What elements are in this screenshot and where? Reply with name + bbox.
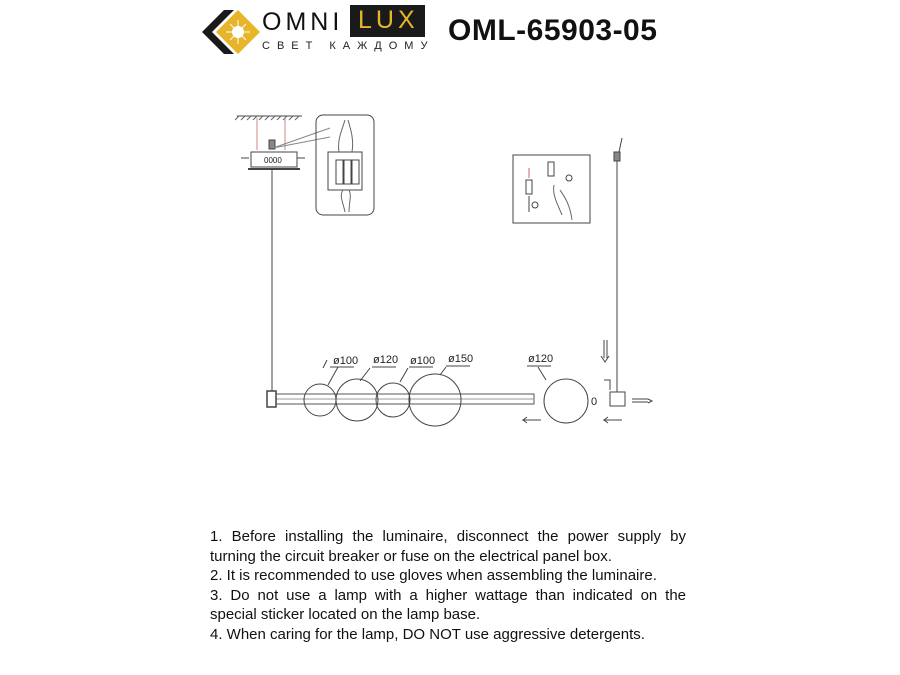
end-cap-icon — [609, 391, 626, 407]
ring-120-b — [543, 378, 589, 424]
canopy-label: 0000 — [264, 156, 282, 165]
brand-tagline: СВЕТ КАЖДОМУ — [262, 40, 435, 52]
dim-label: ø100 — [410, 355, 435, 367]
safety-notes: 1. Before installing the luminaire, disc… — [210, 527, 686, 644]
note-item: 2. It is recommended to use gloves when … — [210, 567, 657, 584]
dim-label: ø100 — [333, 355, 358, 367]
cable-adjust-inset — [512, 154, 591, 224]
arrow-right-icon — [632, 398, 654, 404]
installation-diagram: 0000 — [234, 114, 654, 427]
wiring-detail-inset — [315, 114, 375, 216]
ring-100-b — [375, 382, 411, 418]
note-item: 3. Do not use a lamp with a higher watta… — [210, 586, 686, 624]
brand-omni: OMNI — [262, 8, 344, 36]
dim-label: ø150 — [448, 353, 473, 365]
light-bar — [266, 390, 535, 408]
ring-120-a — [335, 378, 379, 422]
omnilux-logo-icon — [202, 10, 260, 54]
ring-100-a — [303, 383, 337, 417]
model-number: OML-65903-05 — [448, 14, 658, 47]
zero-label: 0 — [591, 396, 597, 408]
dim-label: ø120 — [528, 353, 553, 365]
brand-lux: LUX — [350, 5, 425, 37]
note-item: 4. When caring for the lamp, DO NOT use … — [210, 625, 645, 643]
ceiling-hatch-icon — [234, 115, 302, 150]
ring-150 — [408, 373, 462, 427]
dim-label: ø120 — [373, 354, 398, 366]
arrow-left-icon — [602, 416, 622, 424]
arrow-down-icon — [600, 340, 610, 363]
note-item: 1. Before installing the luminaire, disc… — [210, 528, 686, 565]
canopy-icon — [241, 127, 331, 170]
arrow-left-icon — [521, 416, 541, 424]
cable-grip-icon — [613, 151, 621, 162]
